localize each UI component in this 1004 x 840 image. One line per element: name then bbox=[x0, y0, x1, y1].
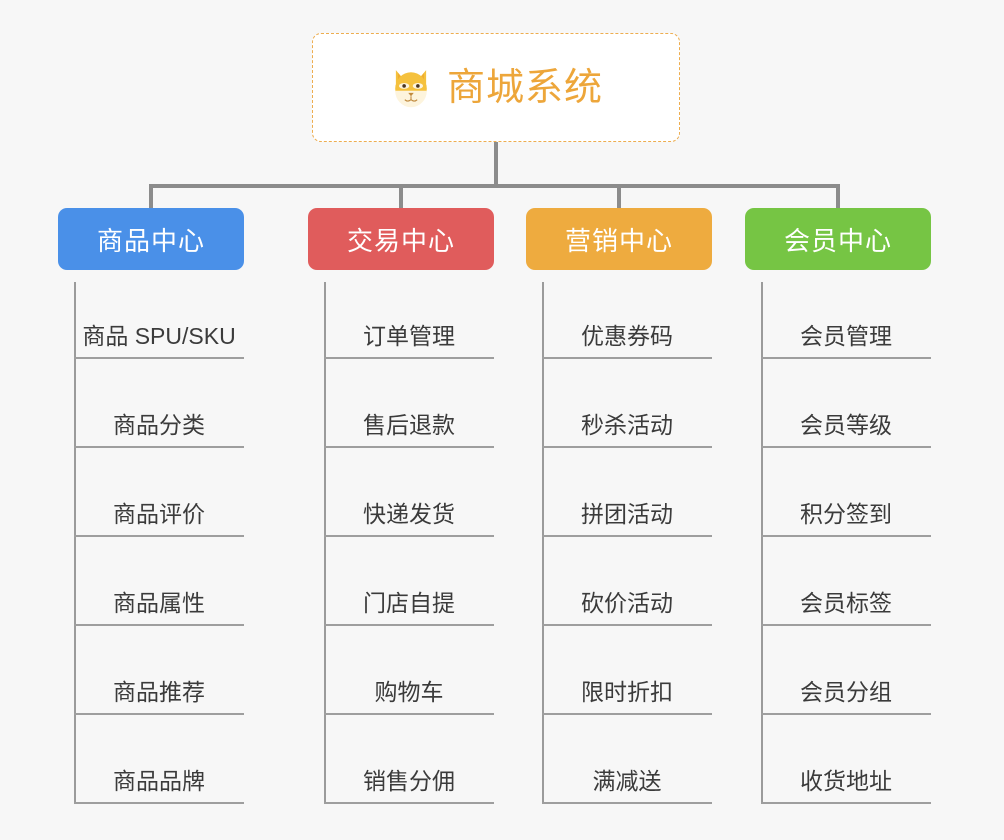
list-item[interactable]: 会员分组 bbox=[761, 626, 931, 715]
list-item-label: 门店自提 bbox=[363, 590, 455, 617]
category-title: 商品中心 bbox=[96, 225, 205, 256]
leaf-list-trade-center: 订单管理 售后退款 快递发货 门店自提 购物车 销售分佣 bbox=[308, 270, 494, 804]
list-item-label: 会员标签 bbox=[800, 590, 892, 617]
branch-marketing-center: 营销中心 优惠券码 秒杀活动 拼团活动 砍价活动 限时折扣 满减送 bbox=[526, 208, 712, 804]
list-item[interactable]: 收货地址 bbox=[761, 715, 931, 804]
branch-product-center: 商品中心 商品 SPU/SKU 商品分类 商品评价 商品属性 商品推荐 商品品牌 bbox=[58, 208, 244, 804]
list-item[interactable]: 门店自提 bbox=[324, 537, 494, 626]
list-item[interactable]: 会员标签 bbox=[761, 537, 931, 626]
list-item[interactable]: 销售分佣 bbox=[324, 715, 494, 804]
connector-root-vertical bbox=[494, 142, 498, 188]
list-item-label: 订单管理 bbox=[363, 323, 455, 350]
list-item[interactable]: 快递发货 bbox=[324, 448, 494, 537]
list-item-label: 拼团活动 bbox=[581, 501, 673, 528]
branch-member-center: 会员中心 会员管理 会员等级 积分签到 会员标签 会员分组 收货地址 bbox=[745, 208, 931, 804]
category-header-marketing-center[interactable]: 营销中心 bbox=[526, 208, 712, 270]
list-item[interactable]: 满减送 bbox=[542, 715, 712, 804]
list-item-label: 商品推荐 bbox=[113, 679, 205, 706]
list-item[interactable]: 购物车 bbox=[324, 626, 494, 715]
connector-drop-4 bbox=[836, 184, 840, 210]
list-item[interactable]: 积分签到 bbox=[761, 448, 931, 537]
leaf-list-member-center: 会员管理 会员等级 积分签到 会员标签 会员分组 收货地址 bbox=[745, 270, 931, 804]
list-item-label: 购物车 bbox=[374, 679, 444, 706]
list-item[interactable]: 商品属性 bbox=[74, 537, 244, 626]
list-item[interactable]: 限时折扣 bbox=[542, 626, 712, 715]
root-title: 商城系统 bbox=[446, 66, 603, 109]
list-item-label: 商品属性 bbox=[113, 590, 205, 617]
list-item-label: 积分签到 bbox=[800, 501, 892, 528]
list-item-label: 会员分组 bbox=[800, 679, 892, 706]
branch-spine bbox=[542, 282, 544, 804]
leaf-list-product-center: 商品 SPU/SKU 商品分类 商品评价 商品属性 商品推荐 商品品牌 bbox=[58, 270, 244, 804]
category-title: 营销中心 bbox=[564, 225, 673, 256]
list-item[interactable]: 商品 SPU/SKU bbox=[74, 270, 244, 359]
category-header-trade-center[interactable]: 交易中心 bbox=[308, 208, 494, 270]
category-title: 交易中心 bbox=[346, 225, 455, 256]
list-item[interactable]: 商品分类 bbox=[74, 359, 244, 448]
list-item[interactable]: 拼团活动 bbox=[542, 448, 712, 537]
list-item-label: 会员等级 bbox=[800, 412, 892, 439]
category-header-member-center[interactable]: 会员中心 bbox=[745, 208, 931, 270]
leaf-list-marketing-center: 优惠券码 秒杀活动 拼团活动 砍价活动 限时折扣 满减送 bbox=[526, 270, 712, 804]
list-item-label: 收货地址 bbox=[800, 768, 892, 795]
list-item-label: 会员管理 bbox=[800, 323, 892, 350]
list-item-label: 售后退款 bbox=[363, 412, 455, 439]
list-item[interactable]: 订单管理 bbox=[324, 270, 494, 359]
category-title: 会员中心 bbox=[783, 225, 892, 256]
list-item-label: 优惠券码 bbox=[581, 323, 673, 350]
connector-drop-3 bbox=[617, 184, 621, 210]
list-item-label: 满减送 bbox=[592, 768, 662, 795]
list-item-label: 商品评价 bbox=[113, 501, 205, 528]
connector-drop-1 bbox=[149, 184, 153, 210]
list-item-label: 商品品牌 bbox=[113, 768, 205, 795]
list-item-label: 快递发货 bbox=[363, 501, 455, 528]
list-item-label: 商品 SPU/SKU bbox=[82, 323, 236, 350]
connector-drop-2 bbox=[399, 184, 403, 210]
list-item[interactable]: 商品推荐 bbox=[74, 626, 244, 715]
list-item-label: 销售分佣 bbox=[363, 768, 455, 795]
branch-trade-center: 交易中心 订单管理 售后退款 快递发货 门店自提 购物车 销售分佣 bbox=[308, 208, 494, 804]
branch-spine bbox=[761, 282, 763, 804]
root-node[interactable]: 商城系统 bbox=[312, 33, 680, 142]
list-item-label: 秒杀活动 bbox=[581, 412, 673, 439]
list-item-label: 限时折扣 bbox=[581, 679, 673, 706]
list-item[interactable]: 秒杀活动 bbox=[542, 359, 712, 448]
category-header-product-center[interactable]: 商品中心 bbox=[58, 208, 244, 270]
list-item-label: 砍价活动 bbox=[581, 590, 673, 617]
list-item-label: 商品分类 bbox=[113, 412, 205, 439]
branch-spine bbox=[324, 282, 326, 804]
shiba-dog-icon bbox=[389, 66, 433, 110]
connector-horizontal-bus bbox=[149, 184, 840, 188]
branch-spine bbox=[74, 282, 76, 804]
list-item[interactable]: 砍价活动 bbox=[542, 537, 712, 626]
list-item[interactable]: 会员等级 bbox=[761, 359, 931, 448]
list-item[interactable]: 售后退款 bbox=[324, 359, 494, 448]
list-item[interactable]: 优惠券码 bbox=[542, 270, 712, 359]
list-item[interactable]: 商品评价 bbox=[74, 448, 244, 537]
list-item[interactable]: 商品品牌 bbox=[74, 715, 244, 804]
list-item[interactable]: 会员管理 bbox=[761, 270, 931, 359]
